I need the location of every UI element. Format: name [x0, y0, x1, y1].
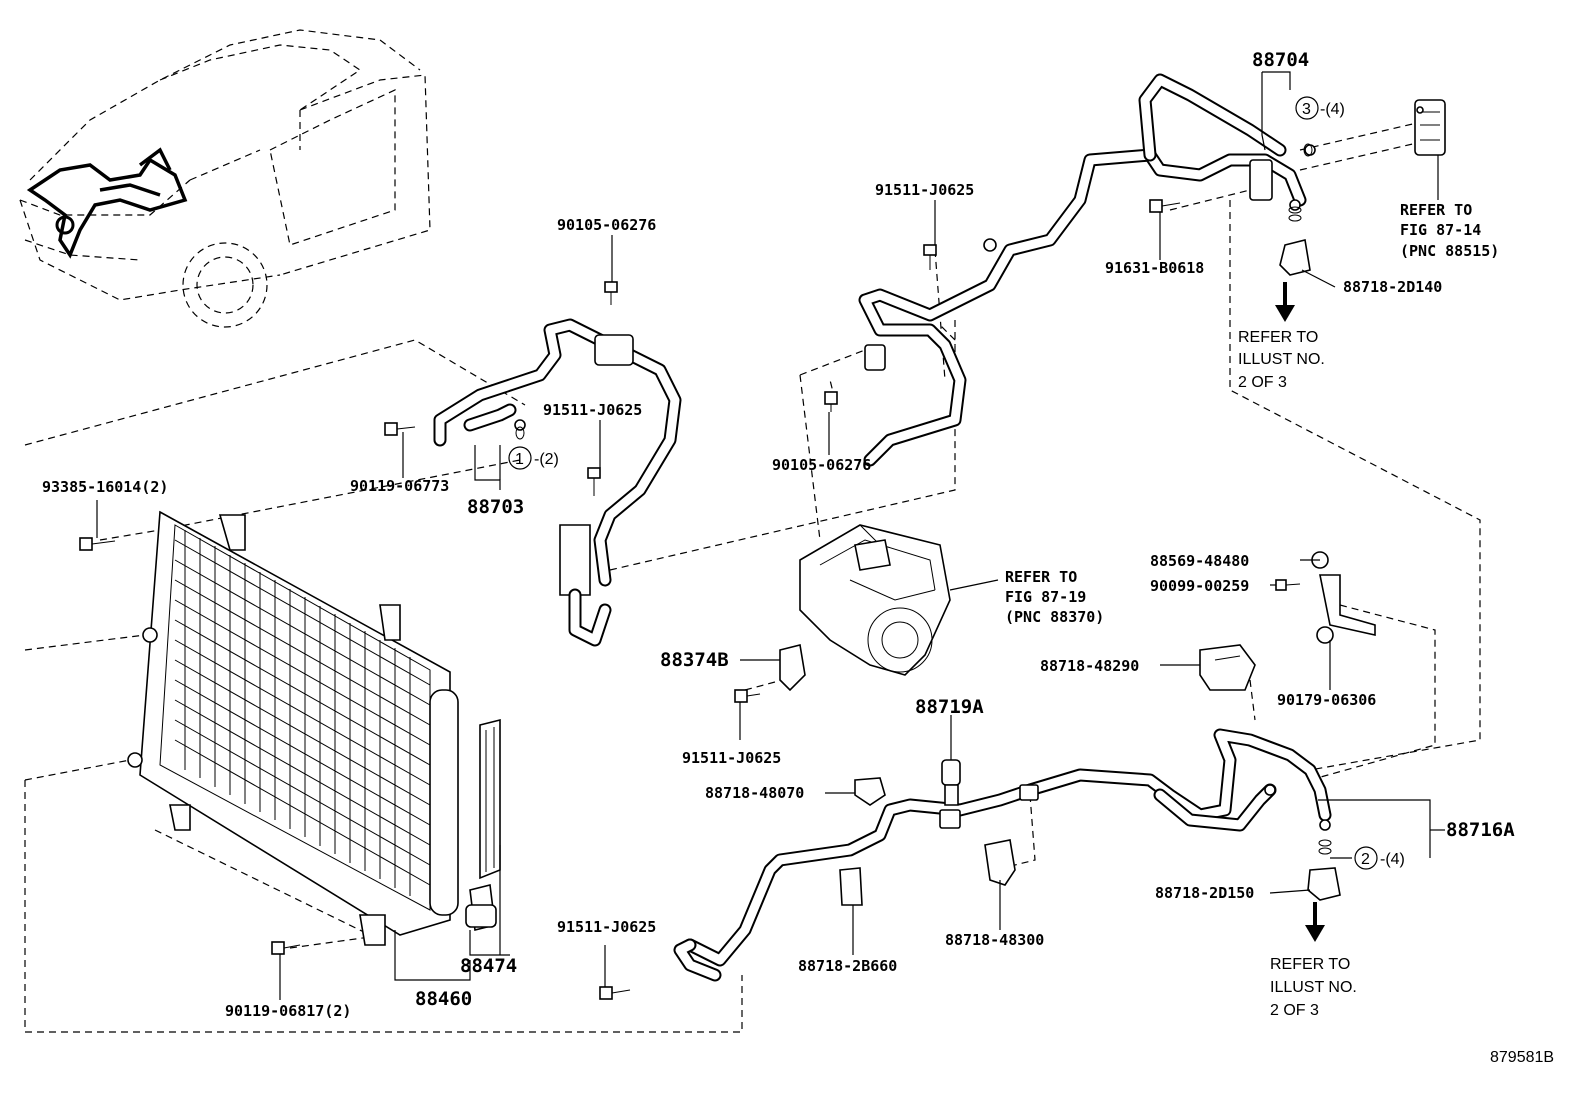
label-88718-48070: 88718-48070 [705, 784, 804, 802]
part-labels: 88704 REFER TO FIG 87-14 (PNC 88515) 915… [42, 49, 1554, 1066]
bolt-90105-06276-a-icon [604, 281, 618, 305]
index-circle-3: 3 [1302, 101, 1311, 118]
expansion-valve [1414, 99, 1446, 156]
vehicle-locator-illustration [19, 29, 431, 328]
label-refer-fig-87-19-line1: REFER TO [1005, 568, 1077, 586]
label-88374B: 88374B [660, 649, 729, 671]
pressure-switch-88719A [941, 759, 961, 806]
hose-88716A [673, 728, 1332, 982]
label-90105-06276-b: 90105-06276 [772, 456, 871, 474]
dryer-88474 [465, 718, 501, 931]
figure-id: 879581B [1490, 1049, 1554, 1066]
label-refer-fig-87-14-line2: FIG 87-14 [1400, 221, 1481, 239]
clamp-88718-2B660 [839, 867, 863, 906]
label-90179-06306: 90179-06306 [1277, 691, 1376, 709]
label-88704: 88704 [1252, 49, 1309, 71]
label-refer-illust-b-line3: 2 OF 3 [1270, 1002, 1319, 1019]
condenser-core-fins [174, 530, 431, 896]
label-refer-illust-b-line2: ILLUST NO. [1270, 979, 1357, 996]
o-rings [515, 143, 1332, 855]
label-refer-fig-87-14-line1: REFER TO [1400, 201, 1472, 219]
index-circle-1: 1 [515, 451, 524, 468]
qty-88704: -(4) [1320, 101, 1345, 118]
bolt-91511-J0625-d-icon [599, 986, 631, 1000]
label-91631-B0618: 91631-B0618 [1105, 259, 1204, 277]
bolt-91511-J0625-b-icon [587, 467, 601, 496]
label-88718-48300: 88718-48300 [945, 931, 1044, 949]
label-88718-48290: 88718-48290 [1040, 657, 1139, 675]
label-refer-fig-87-14-line3: (PNC 88515) [1400, 242, 1499, 260]
label-88703: 88703 [467, 496, 524, 518]
connector-88718-2D150 [1307, 867, 1341, 901]
label-88474: 88474 [460, 955, 517, 977]
label-refer-fig-87-19-line3: (PNC 88370) [1005, 608, 1104, 626]
arrow-down-icon [1305, 925, 1325, 942]
label-88569-48480: 88569-48480 [1150, 552, 1249, 570]
label-refer-illust-a-line1: REFER TO [1238, 329, 1318, 346]
condenser-88460 [127, 510, 459, 946]
hose-88704 [858, 73, 1307, 467]
compressor [779, 524, 951, 692]
connector-88718-2D140 [1279, 144, 1316, 276]
leader-lines [96, 71, 1445, 1000]
label-88718-2B660: 88718-2B660 [798, 957, 897, 975]
clamp-88718-48290 [1199, 644, 1256, 691]
label-refer-illust-a-line2: ILLUST NO. [1238, 351, 1325, 368]
bolts [79, 199, 1301, 1000]
label-91511-J0625-b: 91511-J0625 [543, 401, 642, 419]
bolt-93385-16014-icon [79, 537, 116, 551]
label-90119-06817: 90119-06817(2) [225, 1002, 351, 1020]
bolt-91511-J0625-a-icon [923, 244, 937, 270]
arrow-down-icon [1275, 305, 1295, 322]
index-circles: 3 -(4) 1 -(2) 2 -(4) [508, 96, 1405, 870]
label-90105-06276-a: 90105-06276 [557, 216, 656, 234]
label-refer-illust-b-line1: REFER TO [1270, 956, 1350, 973]
label-93385-16014: 93385-16014(2) [42, 478, 168, 496]
label-88460: 88460 [415, 988, 472, 1010]
label-refer-illust-a-line3: 2 OF 3 [1238, 374, 1287, 391]
bolt-90099-00259-icon [1275, 579, 1301, 591]
bolt-91631-B0618-icon [1149, 199, 1181, 213]
bolt-90119-06773-icon [384, 422, 416, 436]
label-88719A: 88719A [915, 696, 984, 718]
refer-arrows [1275, 282, 1325, 942]
bracket-88569-48480 [1311, 551, 1376, 644]
bolt-90105-06276-b-icon [824, 391, 838, 412]
label-88716A: 88716A [1446, 819, 1515, 841]
qty-88703: -(2) [534, 451, 559, 468]
label-88718-2D140: 88718-2D140 [1343, 278, 1442, 296]
label-91511-J0625-a: 91511-J0625 [875, 181, 974, 199]
clamp-88718-48300 [984, 839, 1016, 886]
bolt-91511-J0625-c-icon [734, 689, 761, 703]
qty-88716A: -(4) [1380, 851, 1405, 868]
label-refer-fig-87-19-line2: FIG 87-19 [1005, 588, 1086, 606]
label-91511-J0625-c: 91511-J0625 [682, 749, 781, 767]
label-88718-2D150: 88718-2D150 [1155, 884, 1254, 902]
index-circle-2: 2 [1361, 851, 1370, 868]
bolt-90119-06817-icon [271, 941, 301, 955]
label-91511-J0625-d: 91511-J0625 [557, 918, 656, 936]
hose-88703 [433, 318, 682, 647]
label-90119-06773: 90119-06773 [350, 477, 449, 495]
label-90099-00259: 90099-00259 [1150, 577, 1249, 595]
clamp-88718-48070 [854, 777, 886, 806]
